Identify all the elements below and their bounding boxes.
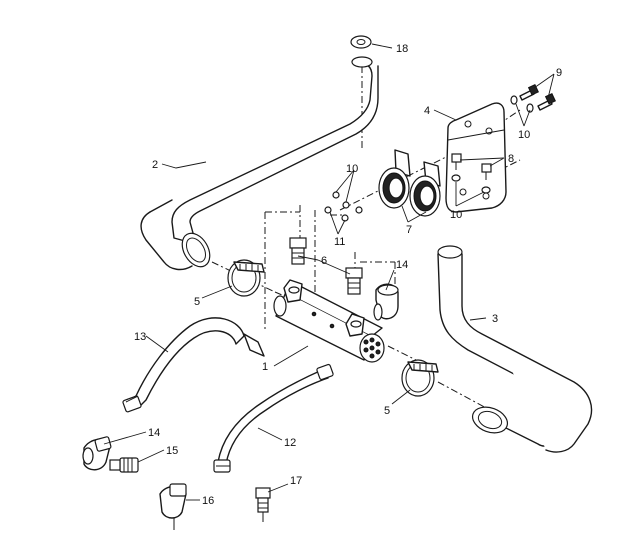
callout-8: 8	[508, 153, 514, 165]
callout-4: 4	[424, 105, 430, 117]
callout-14-lower: 14	[148, 427, 160, 439]
part-16-elbow	[159, 483, 187, 530]
part-4-mounting-bracket	[445, 102, 507, 213]
callout-12: 12	[284, 437, 296, 449]
callout-5-left: 5	[194, 296, 200, 308]
part-17-fitting	[255, 487, 271, 522]
callout-15: 15	[166, 445, 178, 457]
leader-lines	[103, 43, 555, 501]
part-13-left-hose	[122, 317, 265, 413]
callout-7: 7	[406, 224, 412, 236]
callout-14-upper: 14	[396, 259, 408, 271]
callout-10-right: 10	[518, 129, 530, 141]
part-12-bottom-hose	[213, 363, 334, 473]
callout-10-bracket: 10	[450, 209, 462, 221]
part-8-bolts	[451, 153, 492, 194]
callout-13: 13	[134, 331, 146, 343]
manifold-end-grid	[363, 337, 381, 359]
part-7-clamps	[378, 149, 441, 217]
part-2-upper-pipe	[140, 56, 379, 271]
callout-1: 1	[262, 361, 268, 373]
callout-2: 2	[152, 159, 158, 171]
callout-11: 11	[334, 236, 345, 248]
part-6-nipples	[289, 237, 363, 295]
callout-17: 17	[290, 475, 302, 487]
part-3-lower-pipe	[437, 245, 593, 453]
callout-numbers: 1 2 3 4 5 5 6 7 8 9 10 10 10 11 12 13 14…	[134, 43, 562, 507]
callout-6: 6	[321, 255, 327, 267]
part-14-elbow-lower	[82, 436, 112, 471]
callout-9: 9	[556, 67, 562, 79]
callout-5-right: 5	[384, 405, 390, 417]
part-5-hose-clamp-right	[401, 359, 439, 397]
callout-10-center: 10	[346, 163, 358, 175]
callout-16: 16	[202, 495, 214, 507]
part-1-manifold-tube	[273, 279, 385, 363]
part-10-11-washers	[324, 191, 363, 222]
part-5-hose-clamp-left	[227, 259, 265, 297]
callout-3: 3	[492, 313, 498, 325]
callout-18: 18	[396, 43, 408, 55]
part-18-seal-ring	[350, 35, 372, 49]
part-15-union-fitting	[109, 457, 139, 473]
